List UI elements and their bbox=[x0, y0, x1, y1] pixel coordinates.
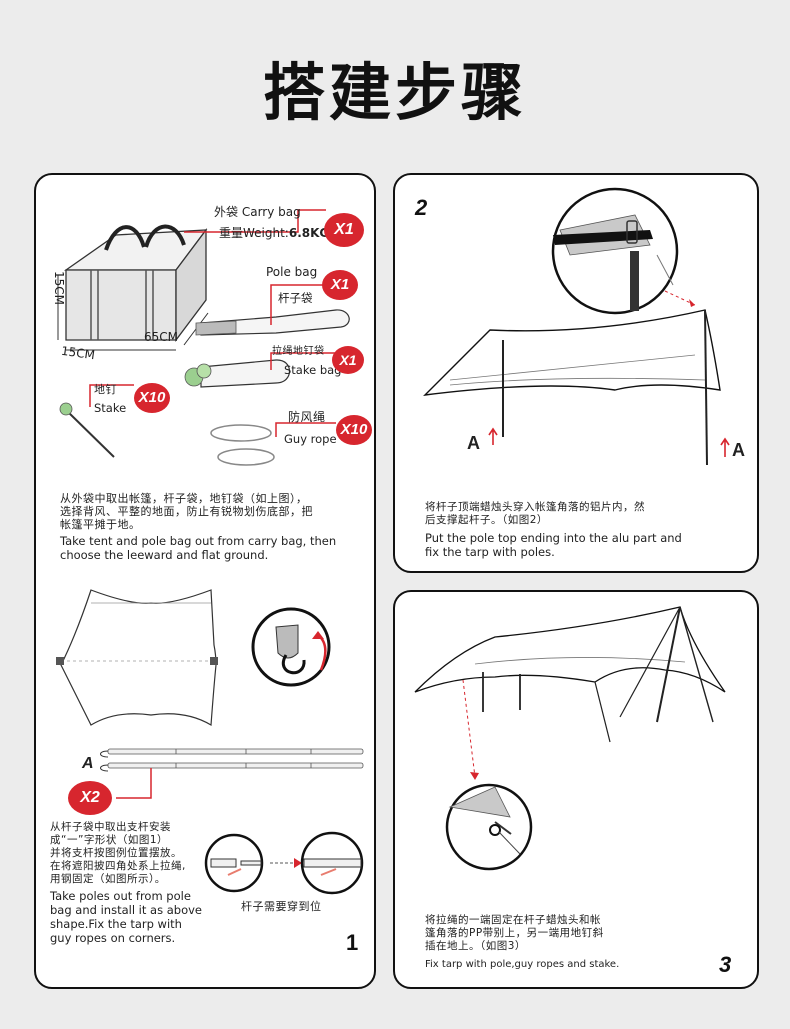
step2-label-a-right: A bbox=[732, 440, 745, 460]
text-line: shape.Fix the tarp with bbox=[50, 917, 182, 931]
dim-length: 65CM bbox=[144, 330, 179, 344]
text-line: 从杆子袋中取出支杆安装 bbox=[50, 821, 171, 833]
step2-desc-en: Put the pole top ending into the alu par… bbox=[425, 531, 745, 559]
step3-panel: 将拉绳的一端固定在杆子蜡烛头和帐 篷角落的PP带别上，另一端用地钉斜 插在地上。… bbox=[393, 590, 759, 989]
text-line: Take tent and pole bag out from carry ba… bbox=[60, 534, 337, 548]
step2-number: 2 bbox=[415, 195, 428, 220]
stake-qty-badge: X10 bbox=[134, 383, 170, 413]
rope-en: Guy rope bbox=[284, 432, 337, 446]
pole-bag-zh: 杆子袋 bbox=[278, 291, 313, 305]
stake-bag-illustration bbox=[184, 352, 336, 388]
step3-desc-en: Fix tarp with pole,guy ropes and stake. bbox=[425, 959, 620, 970]
text-line: 插在地上。（如图3） bbox=[425, 940, 526, 952]
text-line: 选择背风、平整的地面，防止有锐物划伤底部，把 bbox=[60, 505, 313, 518]
text-line: 用钢固定（如图所示）。 bbox=[50, 873, 166, 885]
pole-label-a: A bbox=[82, 755, 94, 772]
step3-desc-zh: 将拉绳的一端固定在杆子蜡烛头和帐 篷角落的PP带别上，另一端用地钉斜 插在地上。… bbox=[425, 914, 725, 953]
stake-illustration bbox=[59, 384, 134, 458]
step1-desc1-zh: 从外袋中取出帐篷，杆子袋，地钉袋（如上图）， 选择背风、平整的地面，防止有锐物划… bbox=[60, 492, 360, 531]
pole-bag-en: Pole bag bbox=[266, 265, 318, 279]
step3-number: 3 bbox=[719, 952, 732, 977]
carry-bag-qty-badge: X1 bbox=[324, 213, 364, 247]
page-title: 搭建步骤 bbox=[262, 56, 527, 129]
text-line: 从外袋中取出帐篷，杆子袋，地钉袋（如上图）， bbox=[60, 492, 308, 505]
pole-note: 杆子需要穿到位 bbox=[241, 900, 322, 913]
pole-bag-qty-badge: X1 bbox=[322, 270, 358, 300]
step1-desc2-en: Take poles out from pole bag and install… bbox=[50, 889, 220, 945]
stake-en: Stake bbox=[94, 401, 127, 415]
step3-tarp-diagram bbox=[414, 606, 726, 871]
pole-connection-detail bbox=[204, 831, 364, 895]
carry-bag-zh: 外袋 bbox=[214, 205, 239, 219]
rope-zh: 防风绳 bbox=[288, 410, 326, 424]
stake-bag-qty-badge: X1 bbox=[332, 346, 364, 374]
carry-bag-illustration bbox=[57, 209, 326, 351]
text-line: 篷角落的PP带别上，另一端用地钉斜 bbox=[425, 927, 604, 939]
carry-bag-label: 外袋 Carry bag bbox=[214, 205, 301, 219]
step2-panel: 2 A A 将杆子顶端蜡烛头穿入帐篷角落的铝片内，然 后支撑起杆子。（如图2） … bbox=[393, 173, 759, 573]
step2-tarp-diagram bbox=[423, 187, 730, 466]
step2-label-a-left: A bbox=[467, 433, 480, 453]
text-line: 成“一”字形状（如图1） bbox=[50, 834, 169, 846]
text-line: bag and install it as above bbox=[50, 903, 202, 917]
tarp-layout-diagram bbox=[56, 589, 331, 727]
text-line: 在将遮阳披四角处系上拉绳, bbox=[50, 860, 186, 872]
step2-desc-zh: 将杆子顶端蜡烛头穿入帐篷角落的铝片内，然 后支撑起杆子。（如图2） bbox=[425, 501, 735, 527]
weight-value: 6.8KG bbox=[288, 226, 330, 240]
text-line: Put the pole top ending into the alu par… bbox=[425, 531, 682, 545]
text-line: choose the leeward and flat ground. bbox=[60, 548, 269, 562]
stake-bag-zh: 拉绳地钉袋 bbox=[272, 346, 325, 357]
weight-text: 重量Weight: bbox=[219, 226, 289, 240]
stake-zh: 地钉 bbox=[94, 383, 117, 396]
text-line: 将拉绳的一端固定在杆子蜡烛头和帐 bbox=[425, 914, 601, 926]
step1-number: 1 bbox=[346, 930, 359, 955]
text-line: guy ropes on corners. bbox=[50, 931, 176, 945]
stake-bag-en: Stake bag bbox=[284, 363, 342, 377]
rope-qty-badge: X10 bbox=[336, 415, 372, 445]
pole-qty-badge: X2 bbox=[68, 781, 112, 815]
carry-bag-en: Carry bag bbox=[241, 205, 301, 219]
text-line: 后支撑起杆子。（如图2） bbox=[425, 514, 548, 526]
poles-illustration bbox=[100, 748, 364, 799]
step1-desc1-en: Take tent and pole bag out from carry ba… bbox=[60, 534, 360, 562]
text-line: Take poles out from pole bbox=[50, 889, 191, 903]
text-line: 并将支杆按图例位置摆放。 bbox=[50, 847, 182, 859]
pole-bag-illustration bbox=[195, 284, 350, 336]
guy-rope-illustration bbox=[210, 422, 336, 466]
step1-desc2-zh: 从杆子袋中取出支杆安装 成“一”字形状（如图1） 并将支杆按图例位置摆放。 在将… bbox=[50, 821, 220, 886]
text-line: fix the tarp with poles. bbox=[425, 545, 555, 559]
text-line: 帐篷平摊于地。 bbox=[60, 518, 141, 531]
weight-label: 重量Weight:6.8KG bbox=[219, 226, 329, 240]
step1-panel: 外袋 Carry bag 重量Weight:6.8KG X1 15CM 15CM… bbox=[34, 173, 376, 989]
text-line: 将杆子顶端蜡烛头穿入帐篷角落的铝片内，然 bbox=[425, 501, 645, 513]
